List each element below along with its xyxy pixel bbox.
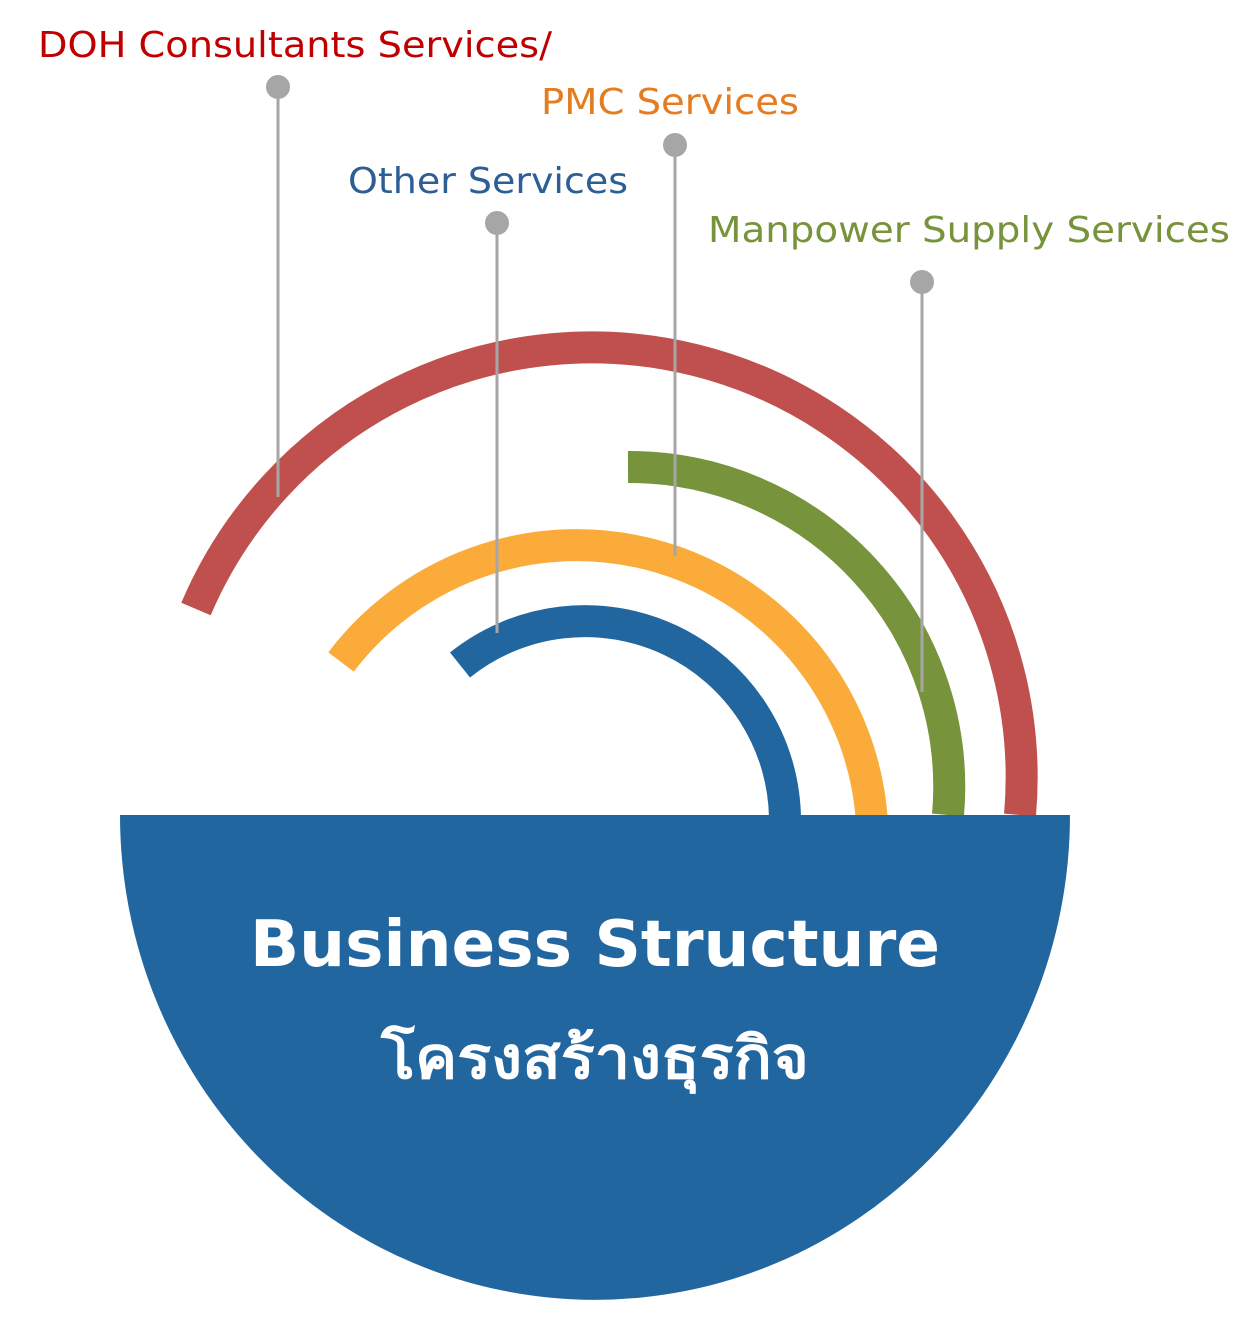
connector-doh-dot bbox=[266, 75, 290, 99]
connector-other-dot bbox=[485, 211, 509, 235]
connector-manpower-dot bbox=[910, 270, 934, 294]
base-half-circle bbox=[120, 815, 1070, 1300]
connector-pmc-dot bbox=[663, 133, 687, 157]
arc-doh-consultants bbox=[181, 331, 1038, 817]
label-manpower-supply: Manpower Supply Services bbox=[708, 210, 1230, 251]
label-doh-consultants: DOH Consultants Services/ bbox=[38, 25, 553, 66]
label-pmc-services: PMC Services bbox=[541, 82, 799, 123]
center-title: Business Structure bbox=[250, 908, 940, 982]
arc-other-services bbox=[450, 605, 801, 819]
center-subtitle: โครงสร้างธุรกิจ bbox=[380, 1023, 809, 1095]
connectors bbox=[266, 75, 934, 692]
arc-pmc bbox=[328, 529, 888, 824]
arc-manpower-supply bbox=[627, 450, 966, 817]
label-other-services: Other Services bbox=[348, 161, 628, 202]
